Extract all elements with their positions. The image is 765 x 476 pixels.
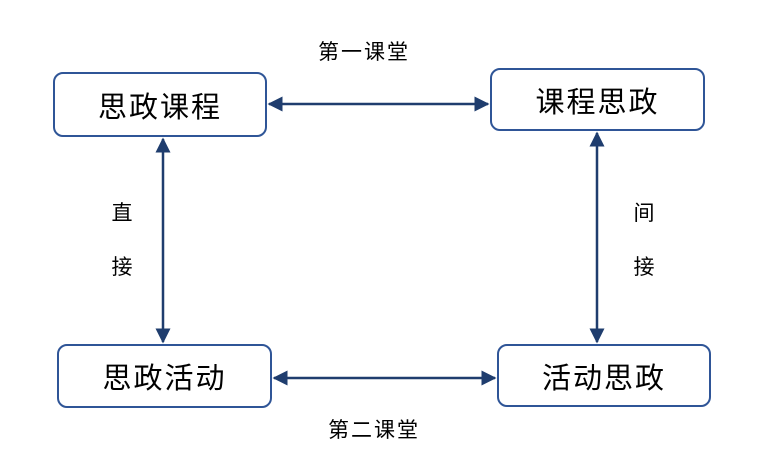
node-label: 课程思政 bbox=[535, 84, 660, 119]
node-huodong-sizheng: 活动思政 bbox=[497, 344, 711, 407]
node-sizheng-huodong: 思政活动 bbox=[57, 344, 272, 408]
node-sizheng-kecheng: 思政课程 bbox=[53, 72, 267, 137]
node-kecheng-sizheng: 课程思政 bbox=[490, 68, 705, 131]
edge-label-left: 直 接 bbox=[110, 186, 134, 294]
edge-label-left-char2: 接 bbox=[111, 255, 133, 279]
edge-label-right: 间 接 bbox=[632, 186, 656, 294]
node-label: 活动思政 bbox=[541, 360, 666, 395]
edge-label-bottom: 第二课堂 bbox=[328, 418, 420, 442]
node-label: 思政课程 bbox=[97, 89, 222, 124]
edge-label-top: 第一课堂 bbox=[318, 40, 410, 64]
edge-label-left-char1: 直 bbox=[111, 201, 133, 225]
node-label: 思政活动 bbox=[102, 361, 227, 395]
edge-label-right-char1: 间 bbox=[633, 201, 655, 225]
edge-label-right-char2: 接 bbox=[633, 255, 655, 279]
